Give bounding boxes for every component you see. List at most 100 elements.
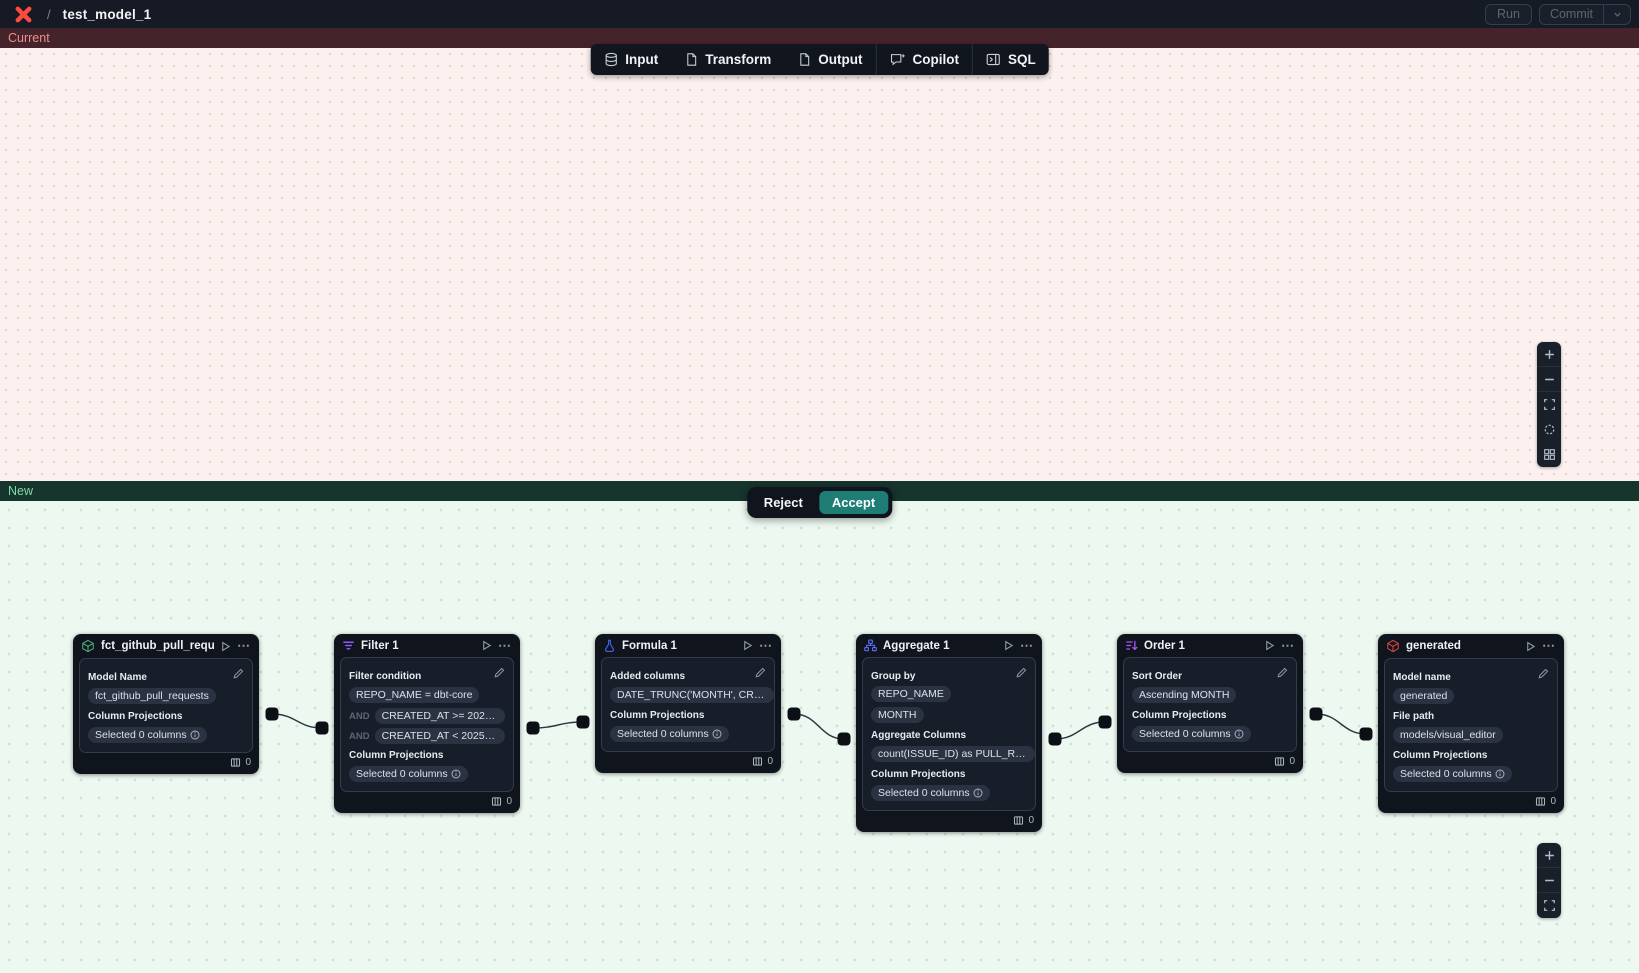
edit-icon[interactable] bbox=[755, 665, 766, 683]
field-label: Column Projections bbox=[88, 711, 183, 722]
node-menu-button[interactable]: ⋯ bbox=[1542, 638, 1556, 653]
aggregate-column-chip[interactable]: count(ISSUE_ID) as PULL_REQUEST_… bbox=[871, 745, 1035, 762]
group-by-chips: REPO_NAME MONTH bbox=[871, 686, 1027, 724]
node-menu-button[interactable]: ⋯ bbox=[759, 637, 773, 653]
run-button[interactable]: Run bbox=[1485, 3, 1532, 25]
run-node-button[interactable] bbox=[1525, 641, 1536, 652]
column-projections-chip[interactable]: Selected 0 columns bbox=[1393, 765, 1512, 782]
toolbar-copilot-button[interactable]: Copilot bbox=[877, 44, 973, 75]
node-menu-button[interactable]: ⋯ bbox=[1281, 637, 1295, 653]
row-count: 0 bbox=[1289, 756, 1295, 767]
run-node-button[interactable] bbox=[742, 640, 753, 651]
run-node-button[interactable] bbox=[1264, 640, 1275, 651]
sitemap-icon bbox=[864, 639, 877, 652]
node-menu-button[interactable]: ⋯ bbox=[498, 637, 512, 653]
columns-icon bbox=[231, 758, 241, 767]
plus-icon bbox=[1544, 349, 1554, 359]
commit-split-button: Commit bbox=[1538, 3, 1631, 25]
commit-button[interactable]: Commit bbox=[1540, 5, 1603, 24]
node-formula-1[interactable]: Formula 1 ⋯ Added columns DATE_TRUNC('MO… bbox=[595, 634, 781, 773]
group-by-chip[interactable]: MONTH bbox=[871, 706, 924, 723]
current-canvas-controls bbox=[1537, 342, 1561, 467]
current-version-label: Current bbox=[8, 31, 50, 45]
topbar-actions: Run Commit bbox=[1485, 3, 1631, 25]
node-footer: 0 bbox=[595, 752, 781, 773]
toolbar-output-button[interactable]: Output bbox=[784, 44, 875, 75]
node-footer: 0 bbox=[334, 792, 520, 813]
column-projections-chip[interactable]: Selected 0 columns bbox=[610, 725, 729, 742]
current-canvas[interactable] bbox=[0, 48, 1639, 481]
filter-condition-chip[interactable]: CREATED_AT >= 2024-12-01 bbox=[374, 708, 505, 724]
model-cube-icon bbox=[81, 639, 95, 653]
field-label: Column Projections bbox=[610, 710, 705, 721]
node-aggregate-1[interactable]: Aggregate 1 ⋯ Group by REPO_NAME MONTH A… bbox=[856, 634, 1042, 832]
formula-chip[interactable]: DATE_TRUNC('MONTH', CREATED_AT… bbox=[610, 686, 774, 703]
row-count: 0 bbox=[506, 796, 512, 807]
edit-icon[interactable] bbox=[1016, 665, 1027, 683]
filter-condition-chip[interactable]: CREATED_AT < 2025-03-01 bbox=[374, 728, 505, 744]
commit-dropdown-button[interactable] bbox=[1604, 5, 1630, 24]
toolbar-transform-button[interactable]: Transform bbox=[671, 44, 784, 75]
edit-icon[interactable] bbox=[494, 665, 505, 683]
fit-view-button[interactable] bbox=[1537, 392, 1561, 417]
sort-order-chip[interactable]: Ascending MONTH bbox=[1132, 686, 1237, 703]
column-projections-chip[interactable]: Selected 0 columns bbox=[871, 784, 990, 801]
accept-button[interactable]: Accept bbox=[818, 491, 889, 514]
zoom-out-button[interactable] bbox=[1537, 868, 1561, 893]
model-name-chip[interactable]: fct_github_pull_requests bbox=[88, 687, 216, 704]
minus-icon bbox=[1544, 879, 1554, 881]
run-node-button[interactable] bbox=[481, 640, 492, 651]
node-header: Formula 1 ⋯ bbox=[595, 634, 781, 656]
row-count: 0 bbox=[245, 757, 251, 768]
node-fct-github-pull-requests[interactable]: fct_github_pull_requests ⋯ Model Name fc… bbox=[73, 634, 259, 774]
column-projections-chip[interactable]: Selected 0 columns bbox=[88, 726, 207, 743]
interactive-lock-button[interactable] bbox=[1537, 417, 1561, 442]
zoom-out-button[interactable] bbox=[1537, 367, 1561, 392]
node-menu-button[interactable]: ⋯ bbox=[1020, 637, 1034, 653]
node-footer: 0 bbox=[856, 811, 1042, 832]
document-icon bbox=[686, 53, 696, 66]
minimap-button[interactable] bbox=[1537, 442, 1561, 467]
reject-button[interactable]: Reject bbox=[751, 491, 816, 514]
fit-view-button[interactable] bbox=[1537, 893, 1561, 918]
edit-icon[interactable] bbox=[1538, 666, 1549, 684]
node-header: Order 1 ⋯ bbox=[1117, 634, 1303, 656]
copilot-chat-icon bbox=[890, 54, 905, 66]
edit-icon[interactable] bbox=[1277, 665, 1288, 683]
node-filter-1[interactable]: Filter 1 ⋯ Filter condition REPO_NAME = … bbox=[334, 634, 520, 813]
fit-view-icon bbox=[1543, 900, 1555, 911]
group-by-chip[interactable]: REPO_NAME bbox=[871, 686, 951, 702]
column-projections-chip[interactable]: Selected 0 columns bbox=[1132, 725, 1251, 742]
row-count: 0 bbox=[1550, 796, 1556, 807]
zoom-in-button[interactable] bbox=[1537, 342, 1561, 367]
column-projections-chip[interactable]: Selected 0 columns bbox=[349, 765, 468, 782]
and-condition-row: AND CREATED_AT < 2025-03-01 bbox=[349, 728, 505, 744]
node-footer: 0 bbox=[73, 753, 259, 774]
toolbar-input-button[interactable]: Input bbox=[590, 44, 671, 75]
node-generated[interactable]: generated ⋯ Model name generated File pa… bbox=[1378, 634, 1564, 813]
field-label: File path bbox=[1393, 711, 1435, 722]
run-node-button[interactable] bbox=[220, 641, 231, 652]
run-node-button[interactable] bbox=[1003, 640, 1014, 651]
node-header: Aggregate 1 ⋯ bbox=[856, 634, 1042, 656]
model-title: test_model_1 bbox=[62, 6, 152, 22]
row-count: 0 bbox=[767, 756, 773, 767]
columns-icon bbox=[492, 797, 502, 806]
database-icon bbox=[605, 52, 617, 67]
edit-icon[interactable] bbox=[233, 666, 244, 684]
filter-condition-chip[interactable]: REPO_NAME = dbt-core bbox=[349, 686, 480, 703]
node-order-1[interactable]: Order 1 ⋯ Sort Order Ascending MONTH Col… bbox=[1117, 634, 1303, 773]
model-name-chip[interactable]: generated bbox=[1393, 687, 1455, 704]
file-path-chip[interactable]: models/visual_editor bbox=[1393, 726, 1503, 743]
dbt-logo-icon[interactable] bbox=[14, 5, 33, 24]
field-label: Filter condition bbox=[349, 671, 422, 682]
sort-icon bbox=[1125, 639, 1138, 652]
flask-icon bbox=[603, 639, 616, 652]
node-menu-button[interactable]: ⋯ bbox=[237, 638, 251, 653]
toolbar-sql-button[interactable]: SQL bbox=[973, 44, 1049, 75]
node-config-panel: Model Name fct_github_pull_requests Colu… bbox=[79, 658, 253, 753]
info-icon bbox=[1234, 729, 1244, 739]
dashed-circle-icon bbox=[1544, 424, 1554, 435]
current-version-bar: Current bbox=[0, 28, 1639, 48]
zoom-in-button[interactable] bbox=[1537, 843, 1561, 868]
